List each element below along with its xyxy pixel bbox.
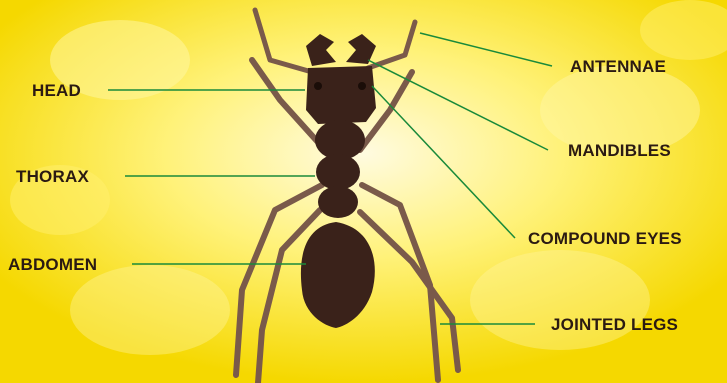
label-antennae: ANTENNAE (570, 58, 666, 75)
label-thorax: THORAX (16, 168, 89, 185)
label-mandibles: MANDIBLES (568, 142, 671, 159)
label-head: HEAD (32, 82, 81, 99)
label-abdomen: ABDOMEN (8, 256, 97, 273)
leader-line-mandibles (368, 60, 548, 150)
label-compound-eyes: COMPOUND EYES (528, 230, 682, 247)
leader-line-antennae (420, 33, 552, 66)
label-jointed-legs: JOINTED LEGS (551, 316, 678, 333)
leader-line-compound-eyes (372, 86, 515, 238)
